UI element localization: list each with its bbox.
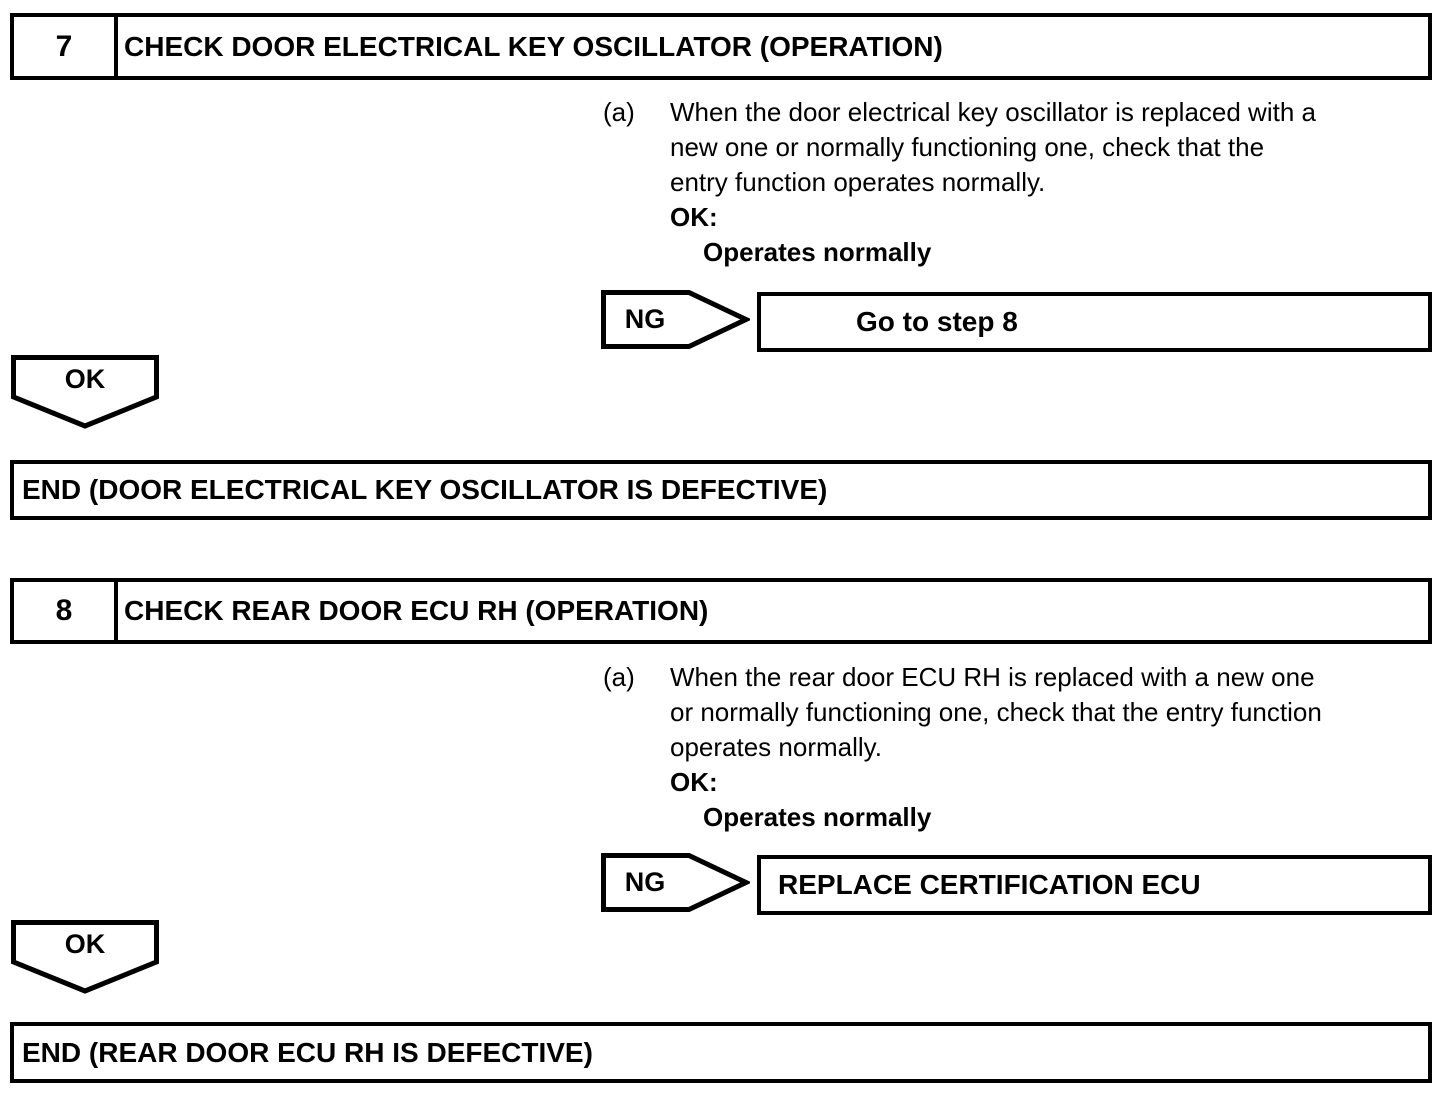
step-7-ng-connector: NG <box>601 290 750 349</box>
step-8-title: CHECK REAR DOOR ECU RH (OPERATION) <box>124 595 709 626</box>
step-7-header-box: 7 CHECK DOOR ELECTRICAL KEY OSCILLATOR (… <box>10 13 1432 80</box>
step-8-ng-label: NG <box>624 867 666 897</box>
step-8-ng-result-box: REPLACE CERTIFICATION ECU <box>757 855 1432 915</box>
step-8-ok-heading: OK: <box>670 767 718 797</box>
step-8-ng-result-text: REPLACE CERTIFICATION ECU <box>778 869 1201 900</box>
step-7-number: 7 <box>14 17 118 76</box>
ok-arrow-icon <box>11 355 159 429</box>
step-8-item-line-2: or normally functioning one, check that … <box>670 697 1322 727</box>
step-7-ok-heading: OK: <box>670 202 718 232</box>
step-8-ok-connector: OK <box>11 920 159 994</box>
step-8-ok-label: OK <box>64 928 106 959</box>
step-8-end-text: END (REAR DOOR ECU RH IS DEFECTIVE) <box>22 1036 593 1068</box>
ng-arrow-icon <box>601 290 750 349</box>
step-8-item-label: (a) <box>603 662 635 692</box>
step-7-ok-connector: OK <box>11 355 159 429</box>
step-7-item-text: When the door electrical key oscillator … <box>670 95 1316 270</box>
step-7-ng-result-box: Go to step 8 <box>757 292 1432 352</box>
step-7-instruction: (a) When the door electrical key oscilla… <box>603 95 1443 270</box>
step-8-number: 8 <box>14 582 118 640</box>
step-7-end-box: END (DOOR ELECTRICAL KEY OSCILLATOR IS D… <box>10 460 1432 520</box>
step-7-end-text: END (DOOR ELECTRICAL KEY OSCILLATOR IS D… <box>22 474 828 505</box>
step-7-item-line-3: entry function operates normally. <box>670 167 1046 197</box>
step-8-header-box: 8 CHECK REAR DOOR ECU RH (OPERATION) <box>10 578 1432 644</box>
step-8-item-line-1: When the rear door ECU RH is replaced wi… <box>670 662 1315 692</box>
step-7-ng-result-text: Go to step 8 <box>856 306 1018 337</box>
step-7-ok-label: OK <box>64 363 106 394</box>
step-7-ng-label: NG <box>624 304 666 334</box>
step-7-item-line-2: new one or normally functioning one, che… <box>670 132 1265 162</box>
step-8-ok-condition: Operates normally <box>703 802 932 832</box>
step-7-title: CHECK DOOR ELECTRICAL KEY OSCILLATOR (OP… <box>124 30 943 62</box>
ok-arrow-icon <box>11 920 159 994</box>
step-8-item-line-3: operates normally. <box>670 732 882 762</box>
step-7-item-label: (a) <box>603 97 635 127</box>
step-8-item-text: When the rear door ECU RH is replaced wi… <box>670 660 1322 835</box>
step-8-instruction: (a) When the rear door ECU RH is replace… <box>603 660 1443 835</box>
step-7-item-line-1: When the door electrical key oscillator … <box>670 97 1316 127</box>
step-8-end-box: END (REAR DOOR ECU RH IS DEFECTIVE) <box>10 1022 1432 1083</box>
step-8-ng-connector: NG <box>601 853 750 912</box>
step-7-ok-condition: Operates normally <box>703 237 932 267</box>
ng-arrow-icon <box>601 853 750 912</box>
